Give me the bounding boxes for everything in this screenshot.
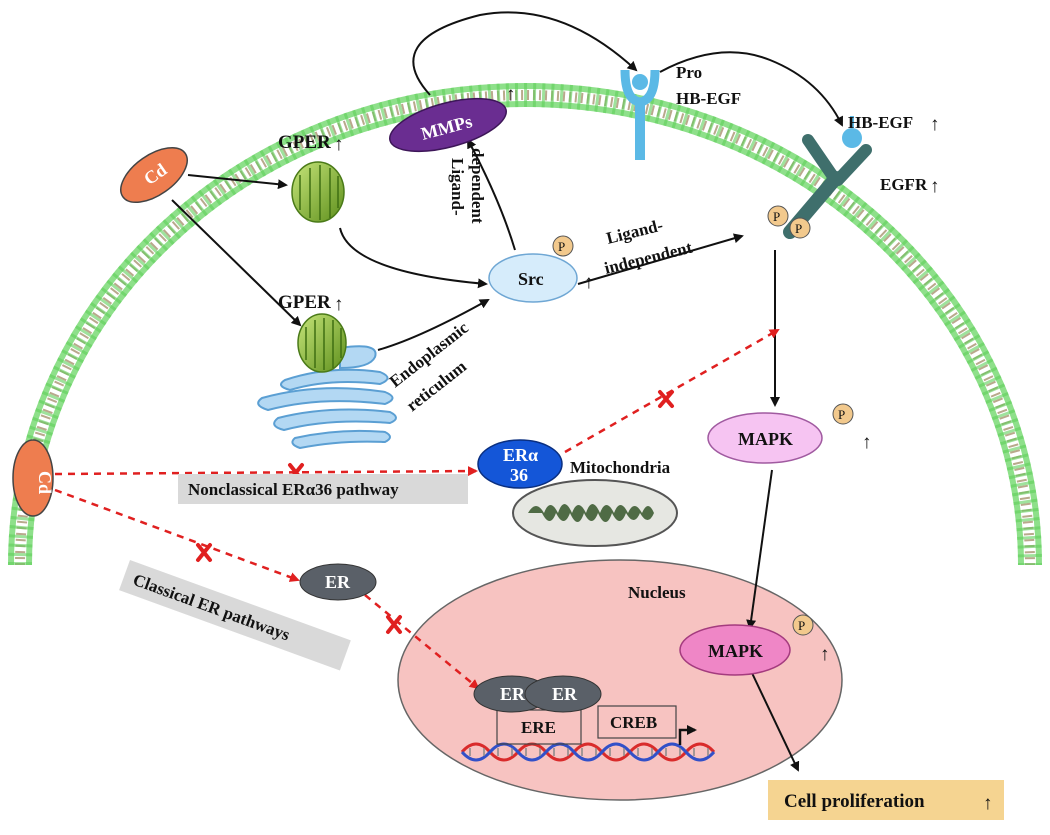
- svg-text:Classical ER pathways: Classical ER pathways: [131, 570, 293, 645]
- svg-text:ER: ER: [552, 684, 578, 704]
- gper-membrane-up-icon: ↑: [334, 134, 344, 155]
- solid-arrows: [171, 11, 843, 772]
- svg-text:P: P: [558, 239, 565, 254]
- inhibit-x-classical: [196, 543, 212, 562]
- svg-text:MAPK: MAPK: [738, 429, 793, 449]
- nucleus-shape: [397, 559, 843, 801]
- cell-proliferation-up-icon: ↑: [983, 793, 993, 814]
- nonclassical-banner: [178, 474, 468, 504]
- mitochondria-shape: [512, 479, 678, 547]
- inhibit-x-nuclear: [386, 615, 402, 634]
- ligand-dependent-label: Ligand- dependent: [448, 148, 487, 224]
- er-dimer-node: ER ER: [473, 675, 602, 713]
- pro-hbegf-receptor: [620, 69, 660, 160]
- egfr-phospho-icon-2: P: [789, 217, 811, 239]
- inhibit-x-era36: [658, 390, 674, 408]
- nucleus-label: Nucleus: [628, 583, 686, 602]
- svg-text:MAPK: MAPK: [708, 641, 763, 661]
- gper-er-receptor: [297, 313, 347, 373]
- ere-box: [496, 709, 582, 745]
- mapk-cytoplasm-up-icon: ↑: [862, 432, 872, 453]
- endoplasmic-reticulum-shape: [257, 345, 397, 450]
- ligand-independent-label-1: Ligand-: [604, 215, 665, 247]
- svg-text:36: 36: [510, 465, 528, 485]
- er-cytoplasm-node: ER: [299, 563, 377, 601]
- svg-text:Cell proliferation: Cell proliferation: [784, 791, 925, 812]
- cd-top: Cd: [120, 146, 188, 204]
- creb-label: CREB: [610, 713, 657, 732]
- svg-text:P: P: [838, 407, 845, 422]
- svg-text:dependent: dependent: [468, 148, 487, 224]
- hbegf-up-icon: ↑: [930, 114, 940, 135]
- cell-proliferation-box: Cell proliferation ↑: [768, 780, 1004, 820]
- mmps-up-icon: ↑: [506, 84, 516, 105]
- mapk-nucleus-node: MAPK: [679, 624, 791, 676]
- egfr-up-icon: ↑: [930, 176, 940, 197]
- egfr-label: EGFR: [880, 175, 928, 194]
- mapk-nucleus-up-icon: ↑: [820, 644, 830, 665]
- svg-text:P: P: [773, 209, 780, 224]
- svg-text:ER: ER: [325, 572, 351, 592]
- nonclassical-label: Nonclassical ERα36 pathway: [188, 480, 399, 499]
- gper-er-up-icon: ↑: [334, 294, 344, 315]
- svg-text:Src: Src: [518, 269, 544, 289]
- egfr-phospho-icon-1: P: [767, 205, 789, 227]
- mapk-cytoplasm-node: MAPK: [707, 412, 823, 464]
- svg-text:ERα: ERα: [503, 445, 538, 465]
- pro-hbegf-label-2: HB-EGF: [676, 89, 741, 108]
- mitochondria-label: Mitochondria: [570, 458, 671, 477]
- src-phospho-icon: P: [552, 235, 574, 257]
- gper-er-label: GPER: [278, 292, 331, 313]
- mmps-node: MMPs: [389, 97, 507, 153]
- svg-text:Cd: Cd: [35, 471, 55, 494]
- cell-membrane: [8, 83, 1042, 566]
- ere-label: ERE: [521, 718, 556, 737]
- hbegf-label: HB-EGF: [848, 113, 913, 132]
- gper-membrane-receptor: [291, 161, 345, 223]
- svg-text:Ligand-: Ligand-: [448, 158, 467, 216]
- src-up-icon: ↑: [584, 272, 594, 293]
- transcription-arrow: [678, 725, 697, 745]
- svg-text:P: P: [795, 221, 802, 236]
- cd-left: Cd: [12, 439, 55, 517]
- src-node: Src: [488, 253, 578, 303]
- era36-node: ERα 36: [477, 439, 563, 489]
- svg-text:P: P: [798, 618, 805, 633]
- pro-hbegf-label-1: Pro: [676, 63, 702, 82]
- svg-text:ER: ER: [500, 684, 526, 704]
- mapk-nucleus-phospho-icon: P: [792, 614, 814, 636]
- creb-box: [597, 705, 677, 739]
- mapk-cytoplasm-phospho-icon: P: [832, 403, 854, 425]
- gper-membrane-label: GPER: [278, 132, 331, 153]
